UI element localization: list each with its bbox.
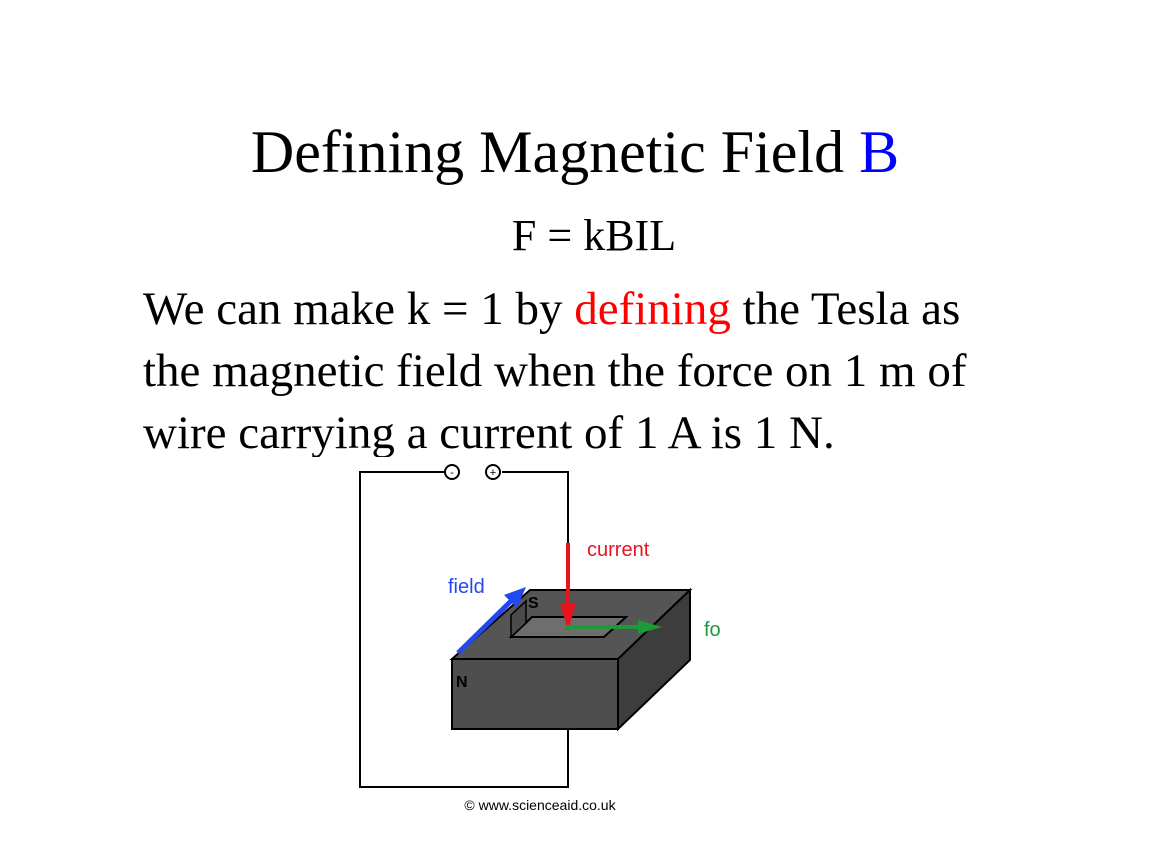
body-line-2: the magnetic field when the force on 1 m… <box>143 345 967 397</box>
body-line-1: We can make k = 1 by defining the Tesla … <box>143 278 1133 340</box>
diagram-svg: - + <box>359 464 720 813</box>
copyright-text: © www.scienceaid.co.uk <box>464 797 616 813</box>
field-arrow <box>456 587 526 655</box>
body-paragraph: We can make k = 1 by defining the Tesla … <box>143 278 1133 457</box>
body-line-1-before: We can make k = 1 by <box>143 283 575 335</box>
title-text: Defining Magnetic Field <box>250 119 845 185</box>
force-label: force <box>704 619 720 641</box>
positive-terminal: + <box>485 464 501 480</box>
field-label: field <box>448 576 485 598</box>
motor-effect-diagram: - + <box>340 455 720 835</box>
current-arrow <box>560 543 576 631</box>
formula: F = kBIL <box>511 211 677 260</box>
north-pole-label: N <box>456 674 468 691</box>
title-symbol: B <box>859 119 900 185</box>
negative-terminal: - <box>444 464 460 480</box>
highlight-word: defining <box>574 283 731 335</box>
south-pole-label: S <box>528 595 539 612</box>
force-arrow <box>566 620 662 634</box>
slide-title: Defining Magnetic Field B <box>0 112 1150 192</box>
svg-text:-: - <box>450 467 454 479</box>
current-label: current <box>587 539 650 561</box>
body-line-1-after: the Tesla as <box>730 283 961 335</box>
circuit-wire <box>359 471 569 788</box>
svg-text:+: + <box>490 467 496 479</box>
body-line-3: wire carrying a current of 1 A is 1 N. <box>143 407 835 457</box>
